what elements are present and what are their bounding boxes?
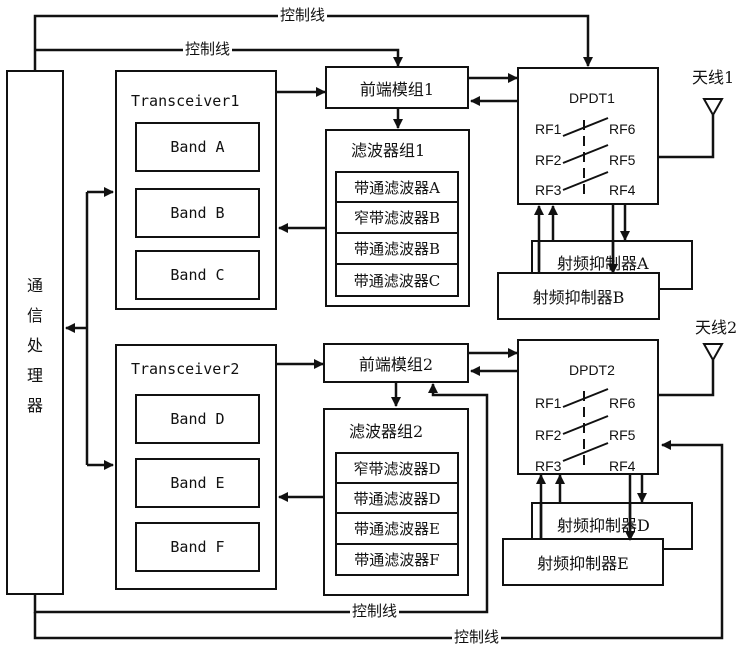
dpdt2-title: DPDT2 — [569, 363, 615, 377]
band-label: Band E — [170, 474, 224, 492]
rf-suppressor-a-label: 射频抑制器A — [557, 256, 649, 272]
band-label: Band A — [170, 138, 224, 156]
port-label: RF6 — [609, 395, 635, 411]
band-b: Band B — [135, 188, 260, 238]
dpdt1-title: DPDT1 — [569, 91, 615, 105]
band-d: Band D — [135, 394, 260, 444]
port-label: RF6 — [609, 121, 635, 137]
band-f: Band F — [135, 522, 260, 572]
filter-group-1-title: 滤波器组1 — [351, 143, 425, 159]
processor-char: 器 — [27, 392, 43, 416]
port-label: RF3 — [535, 182, 561, 198]
control-line-label: 控制线 — [350, 604, 399, 619]
link-dpdt1-antenna1 — [658, 115, 713, 157]
rf-suppressor-e: 射频抑制器E — [502, 538, 664, 586]
band-c: Band C — [135, 250, 260, 300]
filter-item: 带通滤波器A — [337, 173, 457, 203]
antenna2-label: 天线2 — [695, 320, 737, 336]
front-end-module-1: 前端模组1 — [325, 66, 469, 109]
rf-suppressor-b-label: 射频抑制器B — [533, 284, 625, 308]
link-dpdt2-antenna2 — [658, 360, 713, 395]
control-line-label: 控制线 — [183, 42, 232, 57]
filter-group-2-title: 滤波器组2 — [349, 424, 423, 440]
processor-char: 理 — [27, 362, 43, 386]
port-label: RF4 — [609, 182, 635, 198]
transceiver1: Transceiver1 Band A Band B Band C — [115, 70, 277, 310]
port-label: RF2 — [535, 152, 561, 168]
processor-char: 处 — [27, 332, 43, 356]
port-label: RF3 — [535, 458, 561, 474]
port-label: RF2 — [535, 427, 561, 443]
filter-list-2: 窄带滤波器D 带通滤波器D 带通滤波器E 带通滤波器F — [335, 452, 459, 576]
transceiver2: Transceiver2 Band D Band E Band F — [115, 344, 277, 590]
rf-suppressor-b: 射频抑制器B — [497, 272, 660, 320]
rf-suppressor-e-label: 射频抑制器E — [537, 550, 629, 574]
rf-suppressor-d-label: 射频抑制器D — [557, 518, 650, 534]
control-line-label: 控制线 — [452, 630, 501, 645]
port-label: RF1 — [535, 395, 561, 411]
port-label: RF5 — [609, 427, 635, 443]
communication-processor: 通 信 处 理 器 — [6, 70, 64, 595]
filter-item: 窄带滤波器B — [337, 203, 457, 234]
band-e: Band E — [135, 458, 260, 508]
port-label: RF1 — [535, 121, 561, 137]
filter-item: 带通滤波器B — [337, 234, 457, 265]
port-label: RF4 — [609, 458, 635, 474]
transceiver1-title: Transceiver1 — [131, 94, 239, 109]
transceiver2-title: Transceiver2 — [131, 362, 239, 377]
band-a: Band A — [135, 122, 260, 172]
antenna1-icon — [704, 99, 722, 115]
port-label: RF5 — [609, 152, 635, 168]
processor-char: 通 — [27, 272, 43, 296]
filter-item: 带通滤波器C — [337, 265, 457, 295]
filter-item: 带通滤波器F — [337, 545, 457, 574]
filter-item: 窄带滤波器D — [337, 454, 457, 484]
dpdt1-switch: DPDT1 RF1 RF2 RF3 RF6 RF5 RF4 — [517, 67, 659, 205]
band-label: Band D — [170, 410, 224, 428]
filter-item: 带通滤波器E — [337, 514, 457, 545]
filter-list-1: 带通滤波器A 窄带滤波器B 带通滤波器B 带通滤波器C — [335, 171, 459, 297]
antenna2-icon — [704, 344, 722, 360]
fem2-label: 前端模组2 — [359, 351, 433, 375]
front-end-module-2: 前端模组2 — [323, 343, 469, 383]
band-label: Band C — [170, 266, 224, 284]
filter-group-1: 滤波器组1 带通滤波器A 窄带滤波器B 带通滤波器B 带通滤波器C — [325, 129, 470, 307]
control-line-label: 控制线 — [278, 8, 327, 23]
antenna1-label: 天线1 — [692, 70, 734, 86]
band-label: Band F — [170, 538, 224, 556]
filter-item: 带通滤波器D — [337, 484, 457, 514]
dpdt2-switch: DPDT2 RF1 RF2 RF3 RF6 RF5 RF4 — [517, 339, 659, 475]
control-line-top-outer — [35, 16, 588, 70]
fem1-label: 前端模组1 — [360, 76, 434, 100]
filter-group-2: 滤波器组2 窄带滤波器D 带通滤波器D 带通滤波器E 带通滤波器F — [323, 408, 469, 596]
band-label: Band B — [170, 204, 224, 222]
processor-char: 信 — [27, 302, 43, 326]
